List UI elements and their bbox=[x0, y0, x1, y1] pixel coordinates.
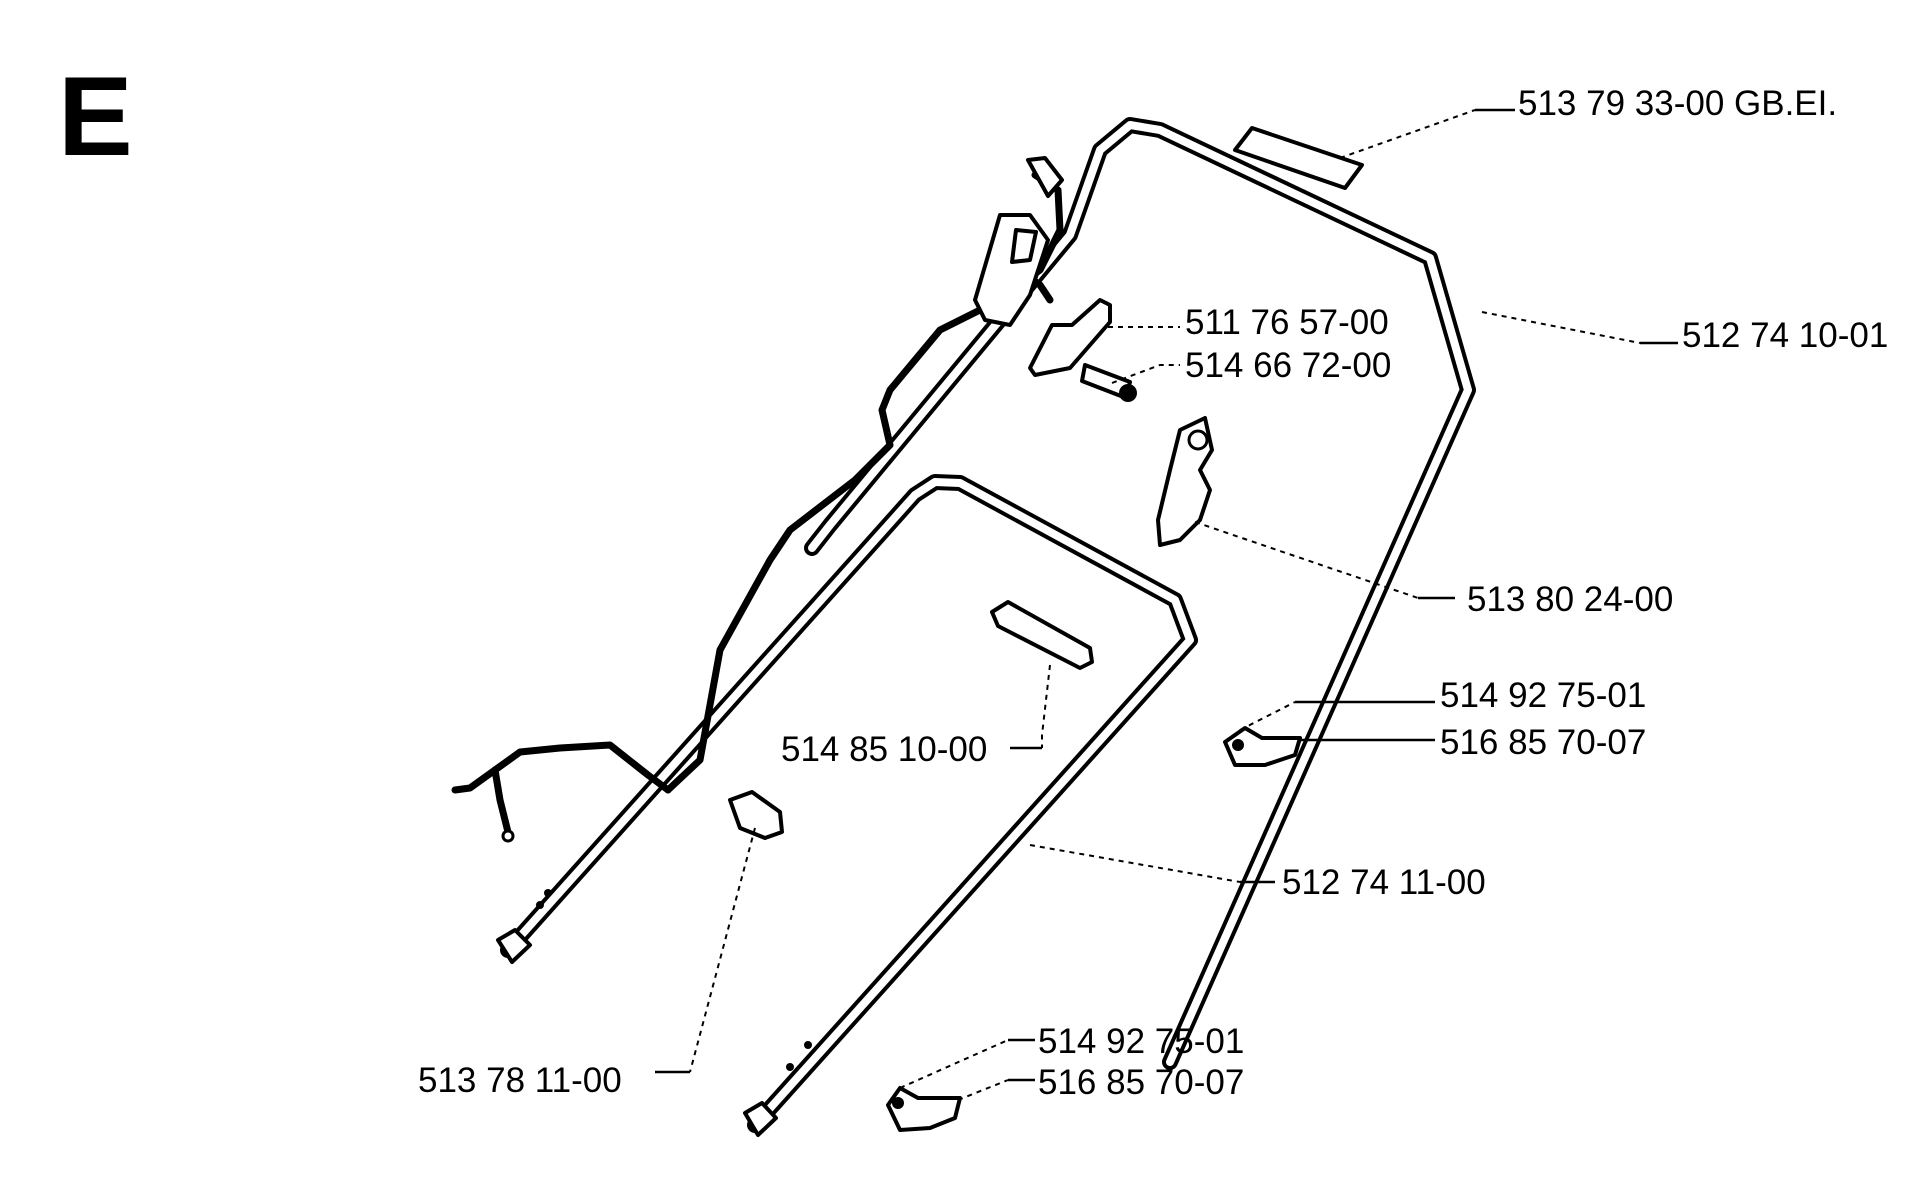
cable-drawing bbox=[451, 156, 1064, 843]
bottom-knob-drawing bbox=[886, 1086, 962, 1132]
upper-handle-drawing bbox=[804, 117, 1476, 1070]
right-knob-drawing bbox=[1223, 726, 1302, 767]
callout-clip: 511 76 57-00 bbox=[1185, 303, 1389, 342]
callout-lower-handle: 512 74 11-00 bbox=[1282, 863, 1486, 902]
cable-guide-drawing bbox=[1156, 416, 1214, 547]
grip-pin-drawing bbox=[990, 600, 1094, 670]
callout-knob-right: 516 85 70-07 bbox=[1440, 723, 1646, 762]
callout-bolt-right: 514 92 75-01 bbox=[1440, 676, 1646, 715]
lower-handle-drawing bbox=[496, 474, 1198, 1137]
callout-bolt-bottom: 514 92 75-01 bbox=[1038, 1022, 1244, 1061]
clip-drawing bbox=[1028, 298, 1137, 402]
callout-screw: 514 66 72-00 bbox=[1185, 346, 1391, 385]
section-letter: E bbox=[58, 54, 133, 179]
callout-grip-pin: 514 85 10-00 bbox=[781, 730, 987, 769]
callout-cable-guide: 513 80 24-00 bbox=[1467, 580, 1673, 619]
callout-labels: 513 79 33-00 GB.EI. 512 74 10-01 511 76 … bbox=[418, 84, 1888, 1102]
callout-knob-bottom: 516 85 70-07 bbox=[1038, 1063, 1244, 1102]
leader-lines bbox=[655, 108, 1678, 1101]
callout-decal: 513 79 33-00 GB.EI. bbox=[1518, 84, 1837, 123]
callout-upper-handle: 512 74 10-01 bbox=[1682, 316, 1888, 355]
cable-clip-drawing bbox=[728, 790, 784, 840]
callout-cable-clip: 513 78 11-00 bbox=[418, 1061, 622, 1100]
decal-drawing bbox=[1233, 126, 1364, 190]
